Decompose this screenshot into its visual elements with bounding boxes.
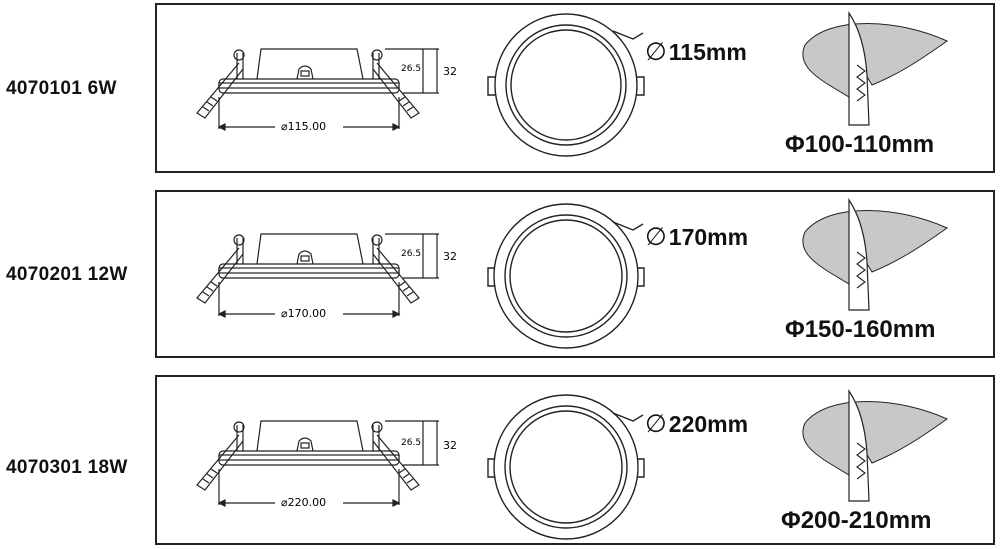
front-view-drawing bbox=[487, 394, 645, 540]
outer-diameter-value: 220mm bbox=[668, 410, 749, 437]
spec-frame: ⌀170.00 26.5 32 ∅ 170mm Φ150-160mm bbox=[155, 190, 995, 358]
side-height-inner: 26.5 bbox=[401, 249, 421, 259]
side-height-total: 32 bbox=[443, 439, 457, 452]
diameter-symbol: ∅ bbox=[645, 410, 667, 438]
side-height-inner: 26.5 bbox=[401, 438, 421, 448]
side-width-label: ⌀115.00 bbox=[281, 120, 326, 133]
side-height-total: 32 bbox=[443, 65, 457, 78]
spec-frame: ⌀115.00 26.5 32 ∅ 115mm Φ100-110 bbox=[155, 3, 995, 173]
outer-diameter: ∅ 115mm bbox=[645, 37, 747, 67]
side-height-inner: 26.5 bbox=[401, 64, 421, 74]
spec-drawing: ⌀220.00 26.5 32 bbox=[196, 389, 948, 540]
spec-frame: ⌀220.00 26.5 32 ∅ 220mm Φ200-210mm bbox=[155, 375, 995, 545]
model-label: 4070201 12W bbox=[6, 264, 128, 285]
model-label: 4070301 18W bbox=[6, 457, 128, 478]
ceiling-cutout-icon bbox=[802, 198, 948, 311]
spec-drawing: ⌀115.00 26.5 32 bbox=[196, 11, 948, 157]
front-view-drawing bbox=[487, 13, 645, 157]
cutout-size: Φ100-110mm bbox=[785, 131, 935, 158]
diameter-symbol: ∅ bbox=[645, 223, 667, 251]
side-view-drawing bbox=[196, 233, 439, 318]
cutout-size: Φ200-210mm bbox=[781, 507, 932, 534]
outer-diameter: ∅ 170mm bbox=[645, 222, 748, 252]
ceiling-cutout-icon bbox=[802, 389, 948, 502]
outer-diameter-value: 170mm bbox=[668, 223, 749, 250]
side-view-drawing bbox=[196, 420, 439, 507]
side-view-drawing bbox=[196, 48, 439, 131]
cutout-size: Φ150-160mm bbox=[785, 316, 936, 343]
spec-drawing: ⌀170.00 26.5 32 bbox=[196, 198, 948, 349]
product-row-2: 4070201 12W bbox=[0, 190, 1002, 366]
product-row-3: 4070301 18W bbox=[0, 373, 1002, 549]
diameter-symbol: ∅ bbox=[645, 38, 667, 66]
ceiling-cutout-icon bbox=[802, 11, 948, 126]
front-view-drawing bbox=[487, 203, 645, 349]
outer-diameter: ∅ 220mm bbox=[645, 409, 748, 439]
side-width-label: ⌀220.00 bbox=[281, 496, 326, 509]
side-height-total: 32 bbox=[443, 250, 457, 263]
product-row-1: 4070101 6W bbox=[0, 0, 1002, 176]
outer-diameter-value: 115mm bbox=[668, 38, 747, 65]
model-label: 4070101 6W bbox=[6, 78, 117, 99]
side-width-label: ⌀170.00 bbox=[281, 307, 326, 320]
